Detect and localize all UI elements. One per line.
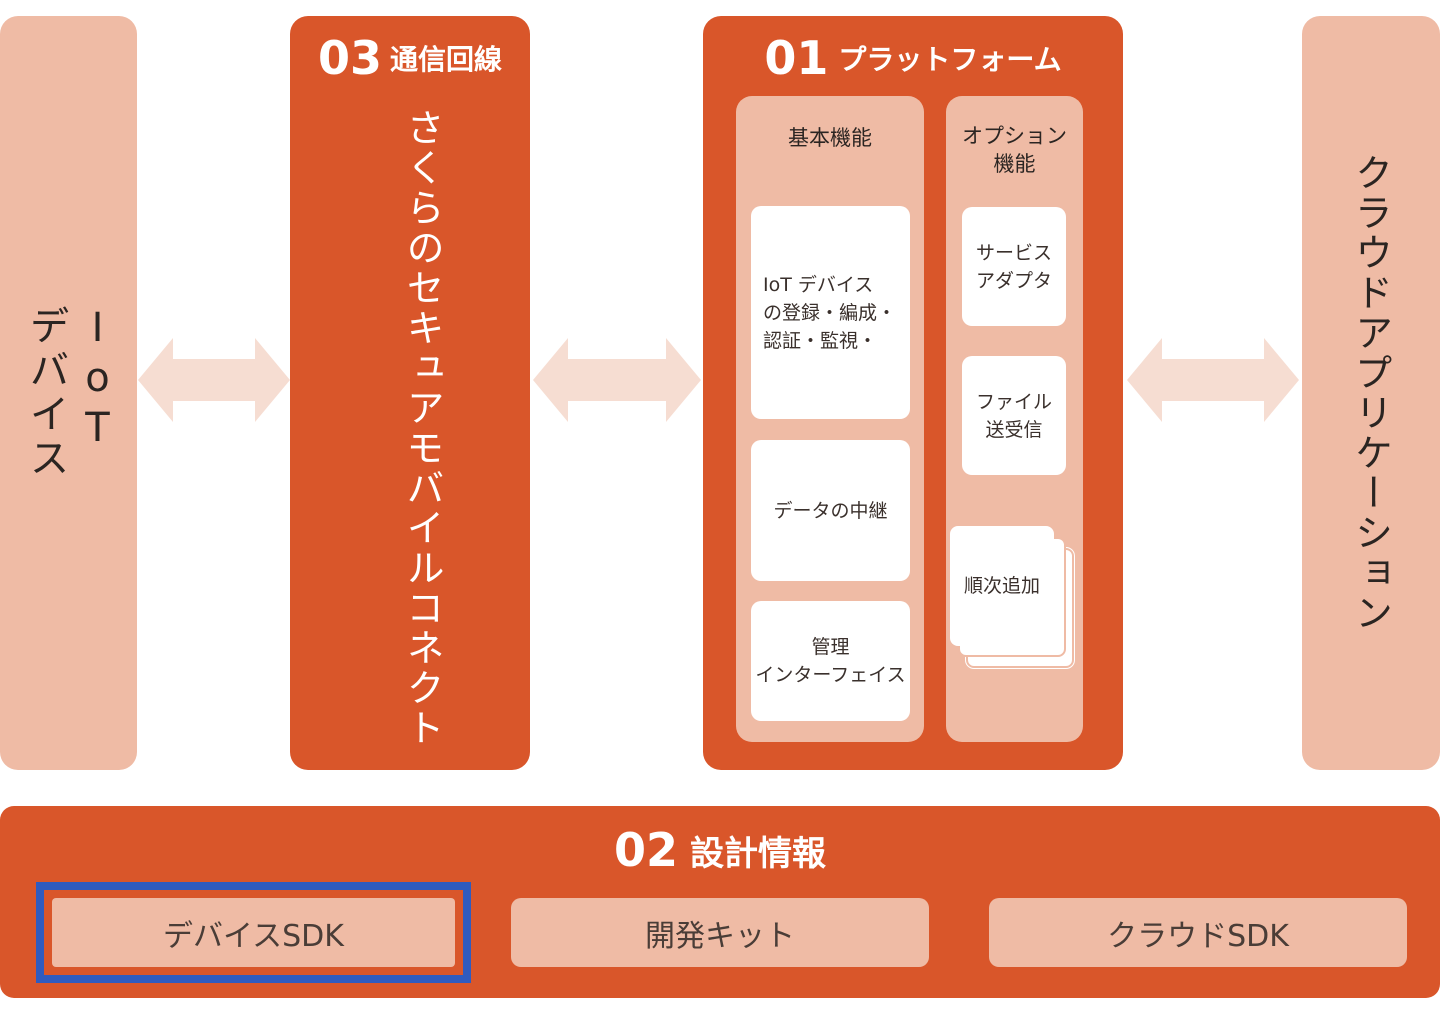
iot-device-column [0, 16, 137, 770]
development-kit-label: 開発キット [645, 918, 795, 954]
platform-title: プラットフォーム [838, 43, 1062, 76]
basic-card-data-relay-text: データの中継 [773, 499, 888, 522]
device-sdk-label: デバイスSDK [163, 918, 344, 954]
basic-card-data-relay: データの中継 [751, 440, 910, 581]
cloud-application-label: クラウドアプリケーション [1302, 16, 1440, 770]
communication-line-panel [290, 16, 530, 770]
basic-card-registration-text: IoT デバイス の登録・編成・ 認証・監視・ [763, 273, 897, 352]
cloud-sdk-label: クラウドSDK [1107, 918, 1289, 954]
design-info-number: 02 [613, 823, 678, 877]
device-sdk-highlight [36, 882, 471, 983]
cloud-application-text: クラウドアプリケーション [1348, 153, 1393, 633]
device-sdk-item[interactable]: デバイスSDK [52, 898, 455, 967]
option-card-service-adapter-text: サービス アダプタ [975, 241, 1052, 292]
cloud-sdk-item[interactable]: クラウドSDK [989, 898, 1407, 967]
option-functions-title: オプション 機能 [962, 124, 1067, 176]
communication-line-number: 03 [317, 31, 382, 85]
platform-heading: 01 プラットフォーム [703, 30, 1123, 86]
basic-card-management-interface: 管理 インターフェイス [751, 601, 910, 721]
option-card-sequential-addition-text: 順次追加 [963, 575, 1040, 597]
double-arrow-1 [138, 338, 290, 422]
design-info-title: 設計情報 [690, 833, 826, 874]
option-card-file-transfer-text: ファイル 送受信 [975, 390, 1052, 441]
communication-line-heading: 03 通信回線 [290, 30, 530, 86]
iot-device-label: IoT デバイス [0, 16, 137, 770]
double-arrow-3 [1127, 338, 1299, 422]
basic-card-registration: IoT デバイス の登録・編成・ 認証・監視・ [751, 206, 910, 419]
secure-mobile-connect-text: さくらのセキュアモバイルコネクト [400, 108, 444, 748]
iot-device-text: IoT デバイス [22, 305, 121, 481]
option-card-file-transfer: ファイル 送受信 [962, 356, 1066, 475]
basic-functions-title: 基本機能 [788, 126, 872, 150]
double-arrow-2 [533, 338, 701, 422]
cloud-application-column [1302, 16, 1440, 770]
option-card-service-adapter: サービス アダプタ [962, 207, 1066, 326]
option-card-sequential-addition: 順次追加 [950, 526, 1054, 646]
basic-card-management-interface-text: 管理 インターフェイス [755, 636, 906, 686]
design-info-heading: 02 設計情報 [0, 820, 1440, 880]
secure-mobile-connect-label: さくらのセキュアモバイルコネクト [370, 108, 450, 748]
development-kit-item[interactable]: 開発キット [511, 898, 929, 967]
platform-number: 01 [764, 31, 829, 85]
communication-line-title: 通信回線 [390, 43, 503, 76]
